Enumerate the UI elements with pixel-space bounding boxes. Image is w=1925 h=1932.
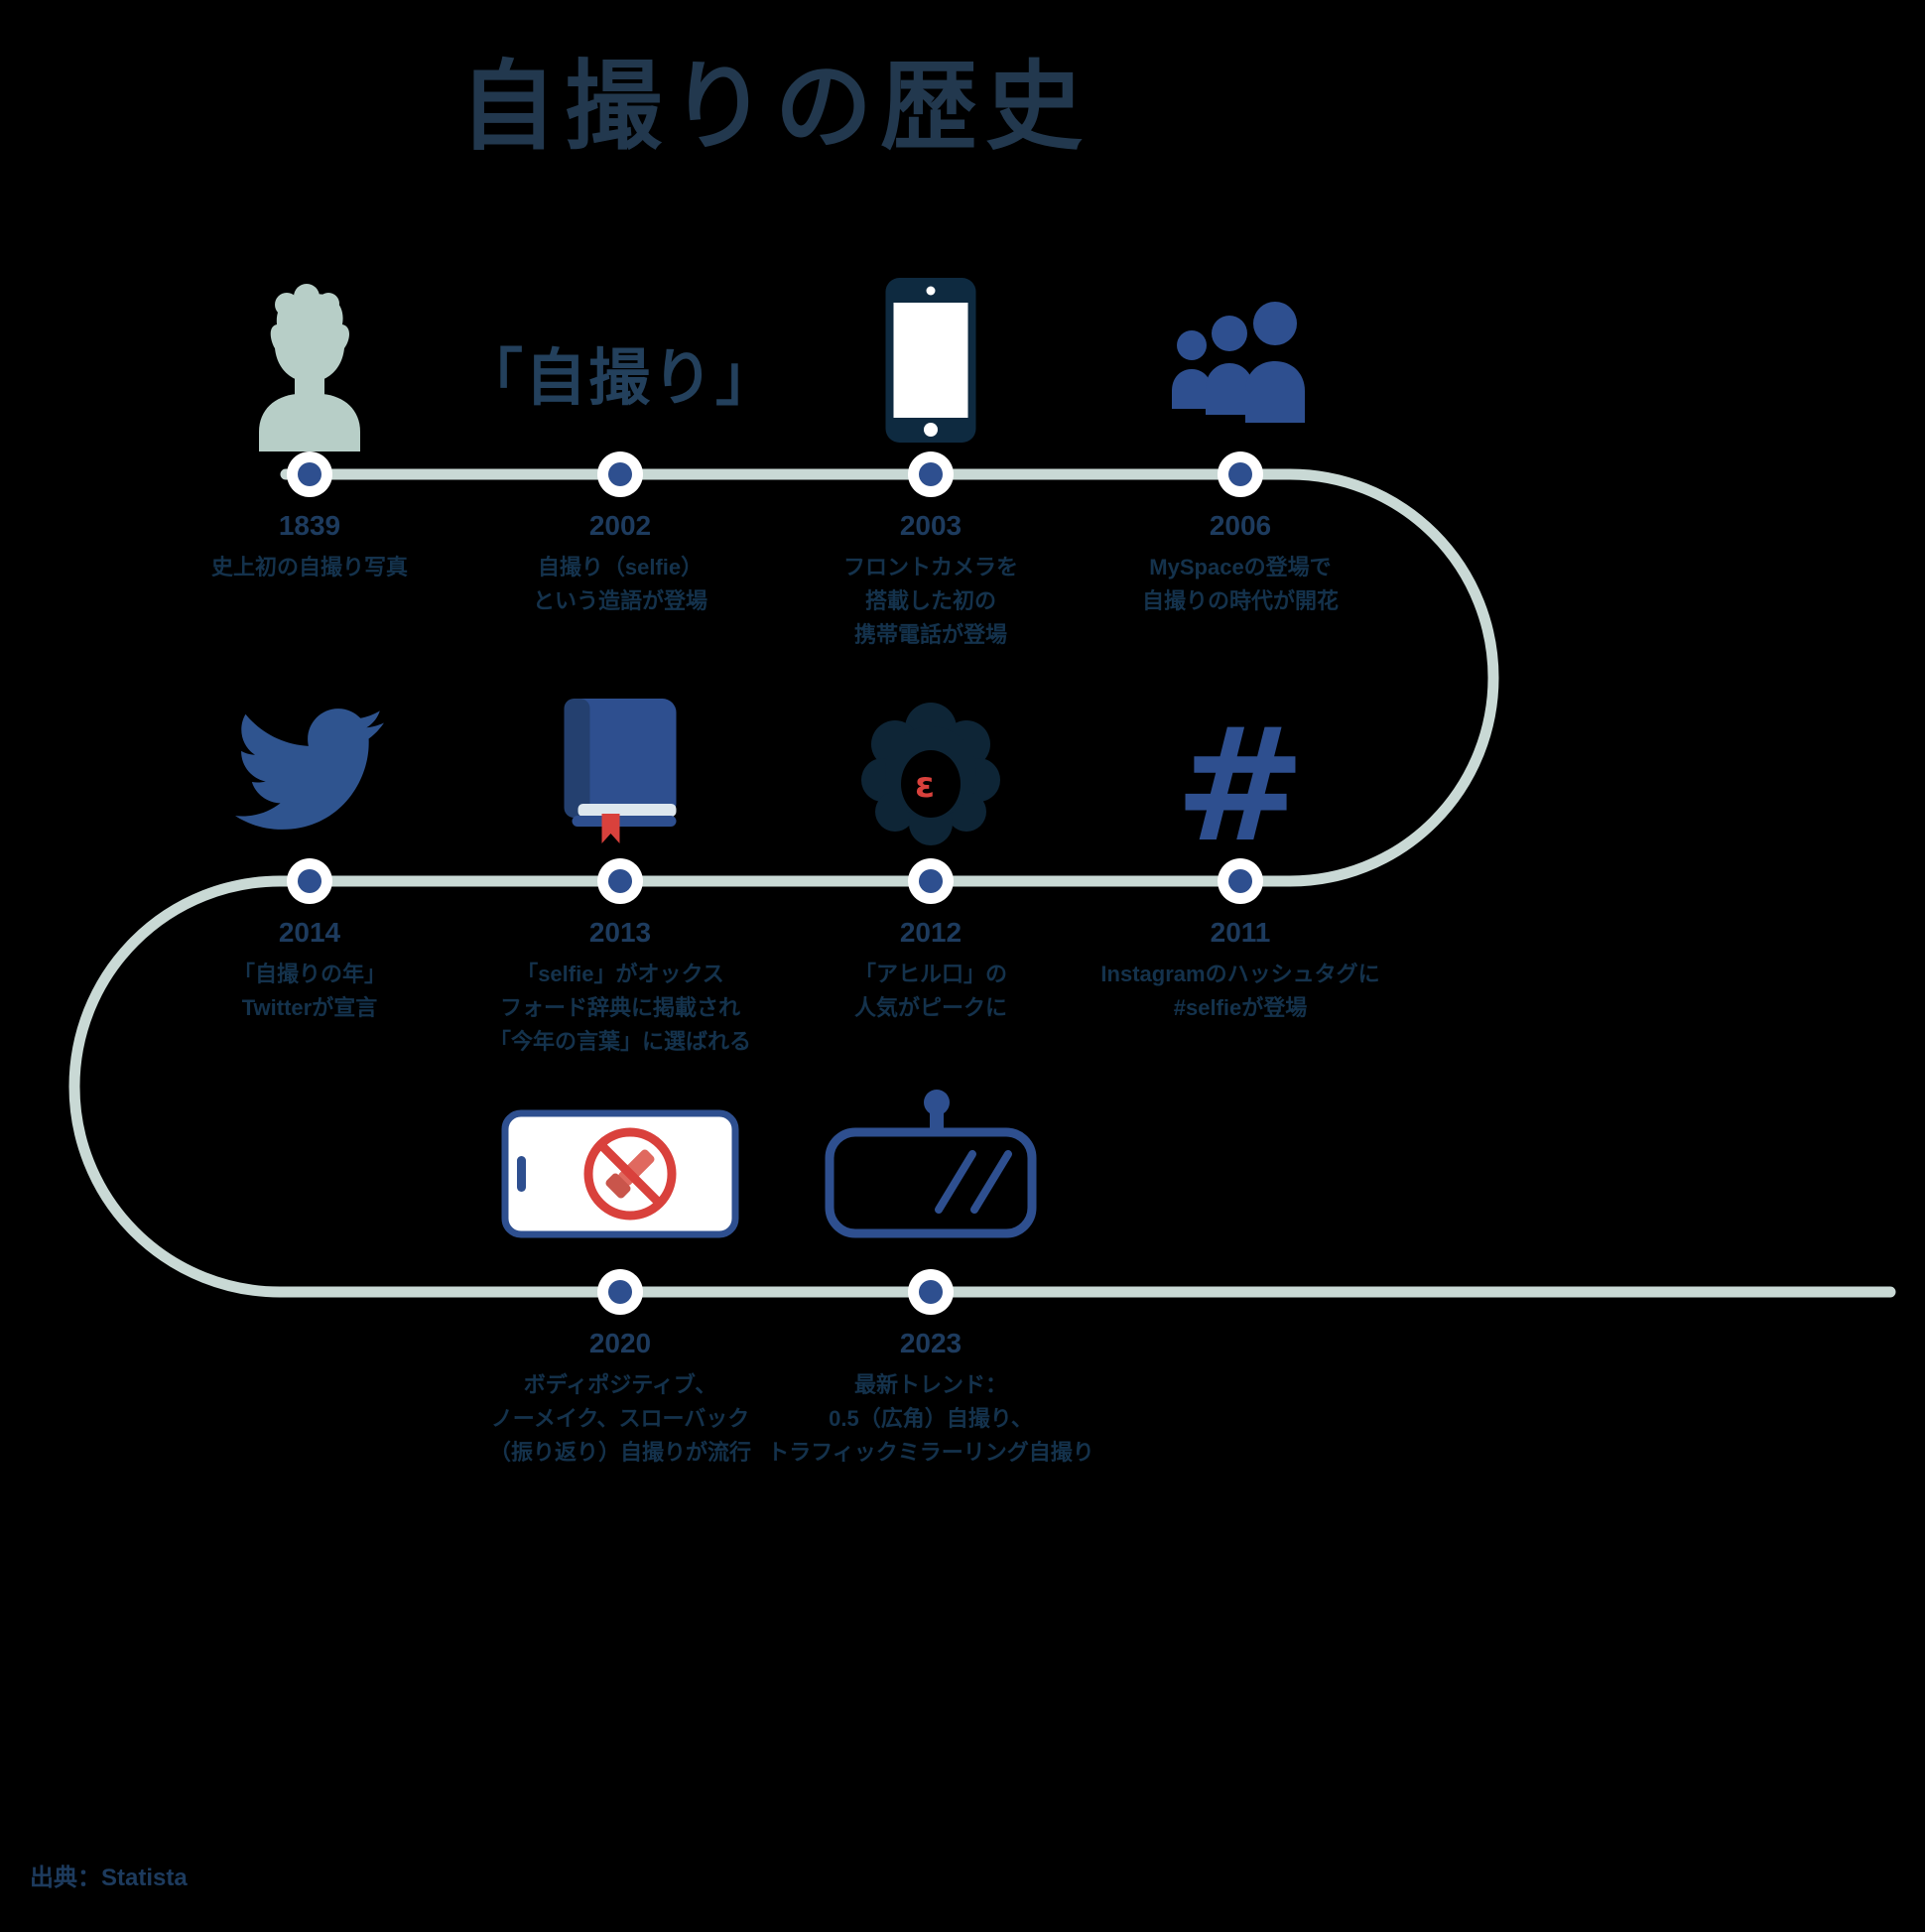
description-line: 搭載した初の xyxy=(864,588,996,613)
milestone-description: MySpaceの登場で 自撮りの時代が開花 xyxy=(1052,551,1429,618)
milestone-year: 2011 xyxy=(1210,917,1271,948)
node-dot xyxy=(919,869,943,893)
description-line: トラフィックミラーリング自撮り xyxy=(767,1440,1094,1465)
node-dot xyxy=(608,869,632,893)
timeline-node xyxy=(597,1269,643,1315)
milestone-description: 最新トレンド： 0.5（広角）自撮り、 トラフィックミラーリング自撮り xyxy=(742,1368,1119,1470)
selfie-word-icon: 「自撮り」 xyxy=(461,327,779,417)
timeline-node xyxy=(287,451,332,497)
timeline-node xyxy=(287,858,332,904)
timeline-node xyxy=(908,858,954,904)
description-line: 自撮りの時代が開花 xyxy=(1141,588,1339,613)
no-makeup-phone-icon xyxy=(501,1109,739,1238)
description-line: 史上初の自撮り写真 xyxy=(210,555,408,580)
node-dot xyxy=(1228,869,1252,893)
description-line: ボディポジティブ、 xyxy=(523,1372,717,1397)
description-line: 最新トレンド： xyxy=(853,1372,1007,1397)
milestone-2023: 2023 最新トレンド： 0.5（広角）自撮り、 トラフィックミラーリング自撮り xyxy=(742,1269,1119,1470)
node-dot xyxy=(608,462,632,486)
node-dot xyxy=(298,462,321,486)
milestone-description: 「selfie」がオックス フォード辞典に掲載され 「今年の言葉」に選ばれる xyxy=(432,958,809,1059)
description-line: 「今年の言葉」に選ばれる xyxy=(488,1029,751,1054)
description-line: （振り返り）自撮りが流行 xyxy=(488,1440,751,1465)
node-dot xyxy=(919,462,943,486)
source-note: 出典：Statista xyxy=(30,1865,188,1891)
selfie-word-label: 「自撮り」 xyxy=(461,345,780,413)
milestone-1839: 1839 史上初の自撮り写真 xyxy=(121,451,498,584)
description-line: フロントカメラを xyxy=(842,555,1018,580)
milestone-2020: 2020 ボディポジティブ、 ノーメイク、スローバック （振り返り）自撮りが流行 xyxy=(432,1269,809,1470)
description-line: という造語が登場 xyxy=(532,588,707,613)
description-line: 携帯電話が登場 xyxy=(853,622,1007,647)
timeline-node xyxy=(1218,451,1263,497)
milestone-year: 2020 xyxy=(588,1328,652,1358)
description-line: MySpaceの登場で xyxy=(1149,555,1332,580)
description-line: 人気がピークに xyxy=(853,995,1007,1020)
svg-text:ε: ε xyxy=(915,765,935,806)
milestone-2011: 2011 Instagramのハッシュタグに #selfieが登場 xyxy=(1052,858,1429,1025)
milestone-year: 2014 xyxy=(278,917,341,948)
milestone-description: Instagramのハッシュタグに #selfieが登場 xyxy=(1052,958,1429,1025)
node-dot xyxy=(608,1280,632,1304)
timeline-node xyxy=(597,451,643,497)
twitter-bird-icon xyxy=(218,695,402,843)
milestone-2013: 2013 「selfie」がオックス フォード辞典に掲載され 「今年の言葉」に選… xyxy=(432,858,809,1059)
timeline-node xyxy=(1218,858,1263,904)
milestone-year: 2012 xyxy=(899,917,962,948)
portrait-silhouette-icon xyxy=(245,283,374,451)
node-dot xyxy=(919,1280,943,1304)
hashtag-icon: # xyxy=(1141,695,1340,877)
milestone-2006: 2006 MySpaceの登場で 自撮りの時代が開花 xyxy=(1052,451,1429,618)
hashtag-glyph: # xyxy=(1174,695,1307,877)
description-line: Instagramのハッシュタグに xyxy=(1100,962,1380,986)
description-line: 「selfie」がオックス xyxy=(516,962,724,986)
node-dot xyxy=(1228,462,1252,486)
description-line: ノーメイク、スローバック xyxy=(490,1406,750,1431)
duck-face-icon: ε xyxy=(851,693,1010,851)
timeline-node xyxy=(908,1269,954,1315)
milestone-description: 史上初の自撮り写真 xyxy=(121,551,498,584)
milestone-description: ボディポジティブ、 ノーメイク、スローバック （振り返り）自撮りが流行 xyxy=(432,1368,809,1470)
description-line: Twitterが宣言 xyxy=(241,995,378,1020)
milestone-year: 2013 xyxy=(588,917,652,948)
milestone-year: 2023 xyxy=(899,1328,962,1358)
milestone-year: 1839 xyxy=(278,510,341,541)
description-line: #selfieが登場 xyxy=(1173,995,1308,1020)
milestone-2012: 2012 「アヒル口」の 人気がピークに xyxy=(742,858,1119,1025)
milestone-description: 「自撮りの年」 Twitterが宣言 xyxy=(121,958,498,1025)
rearview-mirror-icon xyxy=(822,1087,1040,1245)
milestone-year: 2003 xyxy=(899,510,962,541)
milestone-description: フロントカメラを 搭載した初の 携帯電話が登場 xyxy=(742,551,1119,652)
description-line: 0.5（広角）自撮り、 xyxy=(829,1406,1033,1431)
node-dot xyxy=(298,869,321,893)
milestone-2002: 2002 自撮り（selfie） という造語が登場 xyxy=(432,451,809,618)
page-title: 自撮りの歴史 xyxy=(458,55,1091,162)
milestone-2014: 2014 「自撮りの年」 Twitterが宣言 xyxy=(121,858,498,1025)
timeline-node xyxy=(908,451,954,497)
timeline-node xyxy=(597,858,643,904)
dictionary-book-icon xyxy=(559,695,683,843)
milestone-year: 2006 xyxy=(1209,510,1272,541)
description-line: 「アヒル口」の xyxy=(853,962,1007,986)
milestone-description: 「アヒル口」の 人気がピークに xyxy=(742,958,1119,1025)
milestone-year: 2002 xyxy=(588,510,652,541)
description-line: 自撮り（selfie） xyxy=(537,555,704,580)
description-line: 「自撮りの年」 xyxy=(232,962,386,986)
milestone-description: 自撮り（selfie） という造語が登場 xyxy=(432,551,809,618)
description-line: フォード辞典に掲載され xyxy=(499,995,740,1020)
front-camera-phone-icon xyxy=(884,276,978,445)
myspace-people-icon xyxy=(1166,298,1315,437)
milestone-2003: 2003 フロントカメラを 搭載した初の 携帯電話が登場 xyxy=(742,451,1119,652)
